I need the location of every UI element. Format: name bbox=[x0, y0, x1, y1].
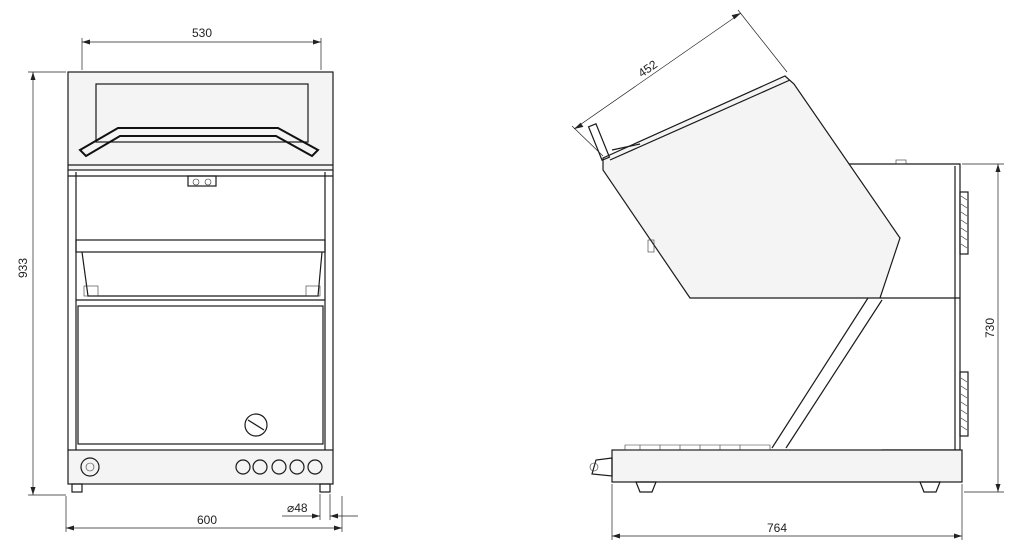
front-chamber bbox=[77, 305, 324, 445]
side-dim-height: 730 bbox=[962, 163, 1004, 493]
front-foot-left bbox=[71, 483, 83, 493]
dim-top-width-label: 530 bbox=[192, 26, 212, 40]
dim-foot-diameter-label: ⌀48 bbox=[287, 501, 308, 515]
front-knob-icon bbox=[244, 413, 268, 437]
side-vent-upper bbox=[959, 191, 969, 255]
front-tray bbox=[81, 251, 323, 297]
front-dim-foot-diameter: ⌀48 bbox=[282, 494, 358, 520]
side-lid bbox=[602, 75, 901, 299]
control-button-5-icon bbox=[307, 459, 323, 475]
side-connector bbox=[591, 457, 613, 477]
dim-height-label: 933 bbox=[16, 258, 30, 278]
front-dim-bottom-width: 600 bbox=[65, 496, 343, 532]
front-dim-height: 933 bbox=[16, 71, 66, 496]
side-view bbox=[587, 75, 969, 493]
front-shelf bbox=[75, 239, 326, 253]
side-dim-depth: 764 bbox=[611, 484, 963, 540]
control-button-1-icon bbox=[235, 459, 251, 475]
control-button-2-icon bbox=[252, 459, 268, 475]
front-handle bbox=[78, 127, 320, 158]
front-view bbox=[67, 71, 334, 493]
side-foot-left bbox=[635, 481, 657, 493]
dim-bottom-width-label: 600 bbox=[197, 513, 217, 527]
side-handle bbox=[587, 123, 611, 161]
front-lid-window bbox=[95, 83, 309, 143]
front-foot-right bbox=[319, 483, 331, 493]
dim-side-height-label: 730 bbox=[983, 318, 997, 338]
side-support bbox=[771, 297, 883, 449]
control-button-3-icon bbox=[271, 459, 287, 475]
side-vent-lower bbox=[959, 371, 969, 437]
front-lid bbox=[67, 71, 334, 171]
front-hinge bbox=[187, 175, 217, 187]
front-dim-top-width: 530 bbox=[81, 26, 322, 70]
dim-lid-length-label: 452 bbox=[635, 57, 660, 80]
front-base bbox=[67, 449, 334, 485]
emergency-stop-icon bbox=[80, 457, 100, 477]
dim-depth-label: 764 bbox=[767, 521, 787, 535]
side-foot-right bbox=[919, 481, 941, 493]
control-button-4-icon bbox=[289, 459, 305, 475]
side-base bbox=[611, 449, 963, 483]
